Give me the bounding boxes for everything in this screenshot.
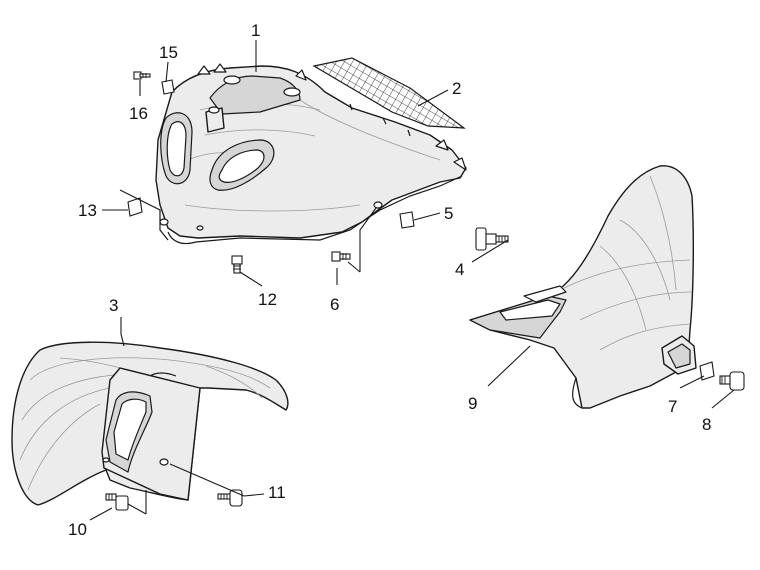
- callout-4: 4: [455, 260, 464, 279]
- callout-1: 1: [251, 21, 260, 40]
- clip-7: [699, 361, 715, 381]
- callout-8: 8: [702, 415, 711, 434]
- screw-6: [331, 251, 351, 262]
- bolt-4: [475, 227, 509, 251]
- clip-5: [399, 211, 415, 229]
- callout-2: 2: [452, 79, 461, 98]
- callout-5: 5: [444, 204, 453, 223]
- clip-15: [161, 79, 175, 95]
- part-9-rear-hugger: [469, 165, 697, 409]
- callout-6: 6: [330, 295, 339, 314]
- screw-10: [105, 493, 129, 511]
- screw-12: [231, 255, 243, 274]
- part-2-mesh-grille: [312, 57, 466, 129]
- screw-16: [133, 71, 151, 80]
- callout-9: 9: [468, 394, 477, 413]
- part-3-front-mudguard: [11, 341, 289, 506]
- bolt-8: [719, 371, 745, 391]
- callout-12: 12: [258, 290, 277, 309]
- callout-16: 16: [129, 104, 148, 123]
- callout-labels: 1 2 3 4 5 6 7 8 9 10 11 12 13 15 16: [68, 21, 711, 539]
- clip-13: [119, 189, 169, 241]
- callout-7: 7: [668, 397, 677, 416]
- callout-10: 10: [68, 520, 87, 539]
- callout-11: 11: [268, 483, 286, 502]
- leader-lines: [89, 40, 735, 521]
- bolt-11: [217, 489, 243, 507]
- part-1-inner-shield: [155, 63, 467, 245]
- callout-13: 13: [78, 201, 97, 220]
- callout-3: 3: [109, 296, 118, 315]
- callout-15: 15: [159, 43, 178, 62]
